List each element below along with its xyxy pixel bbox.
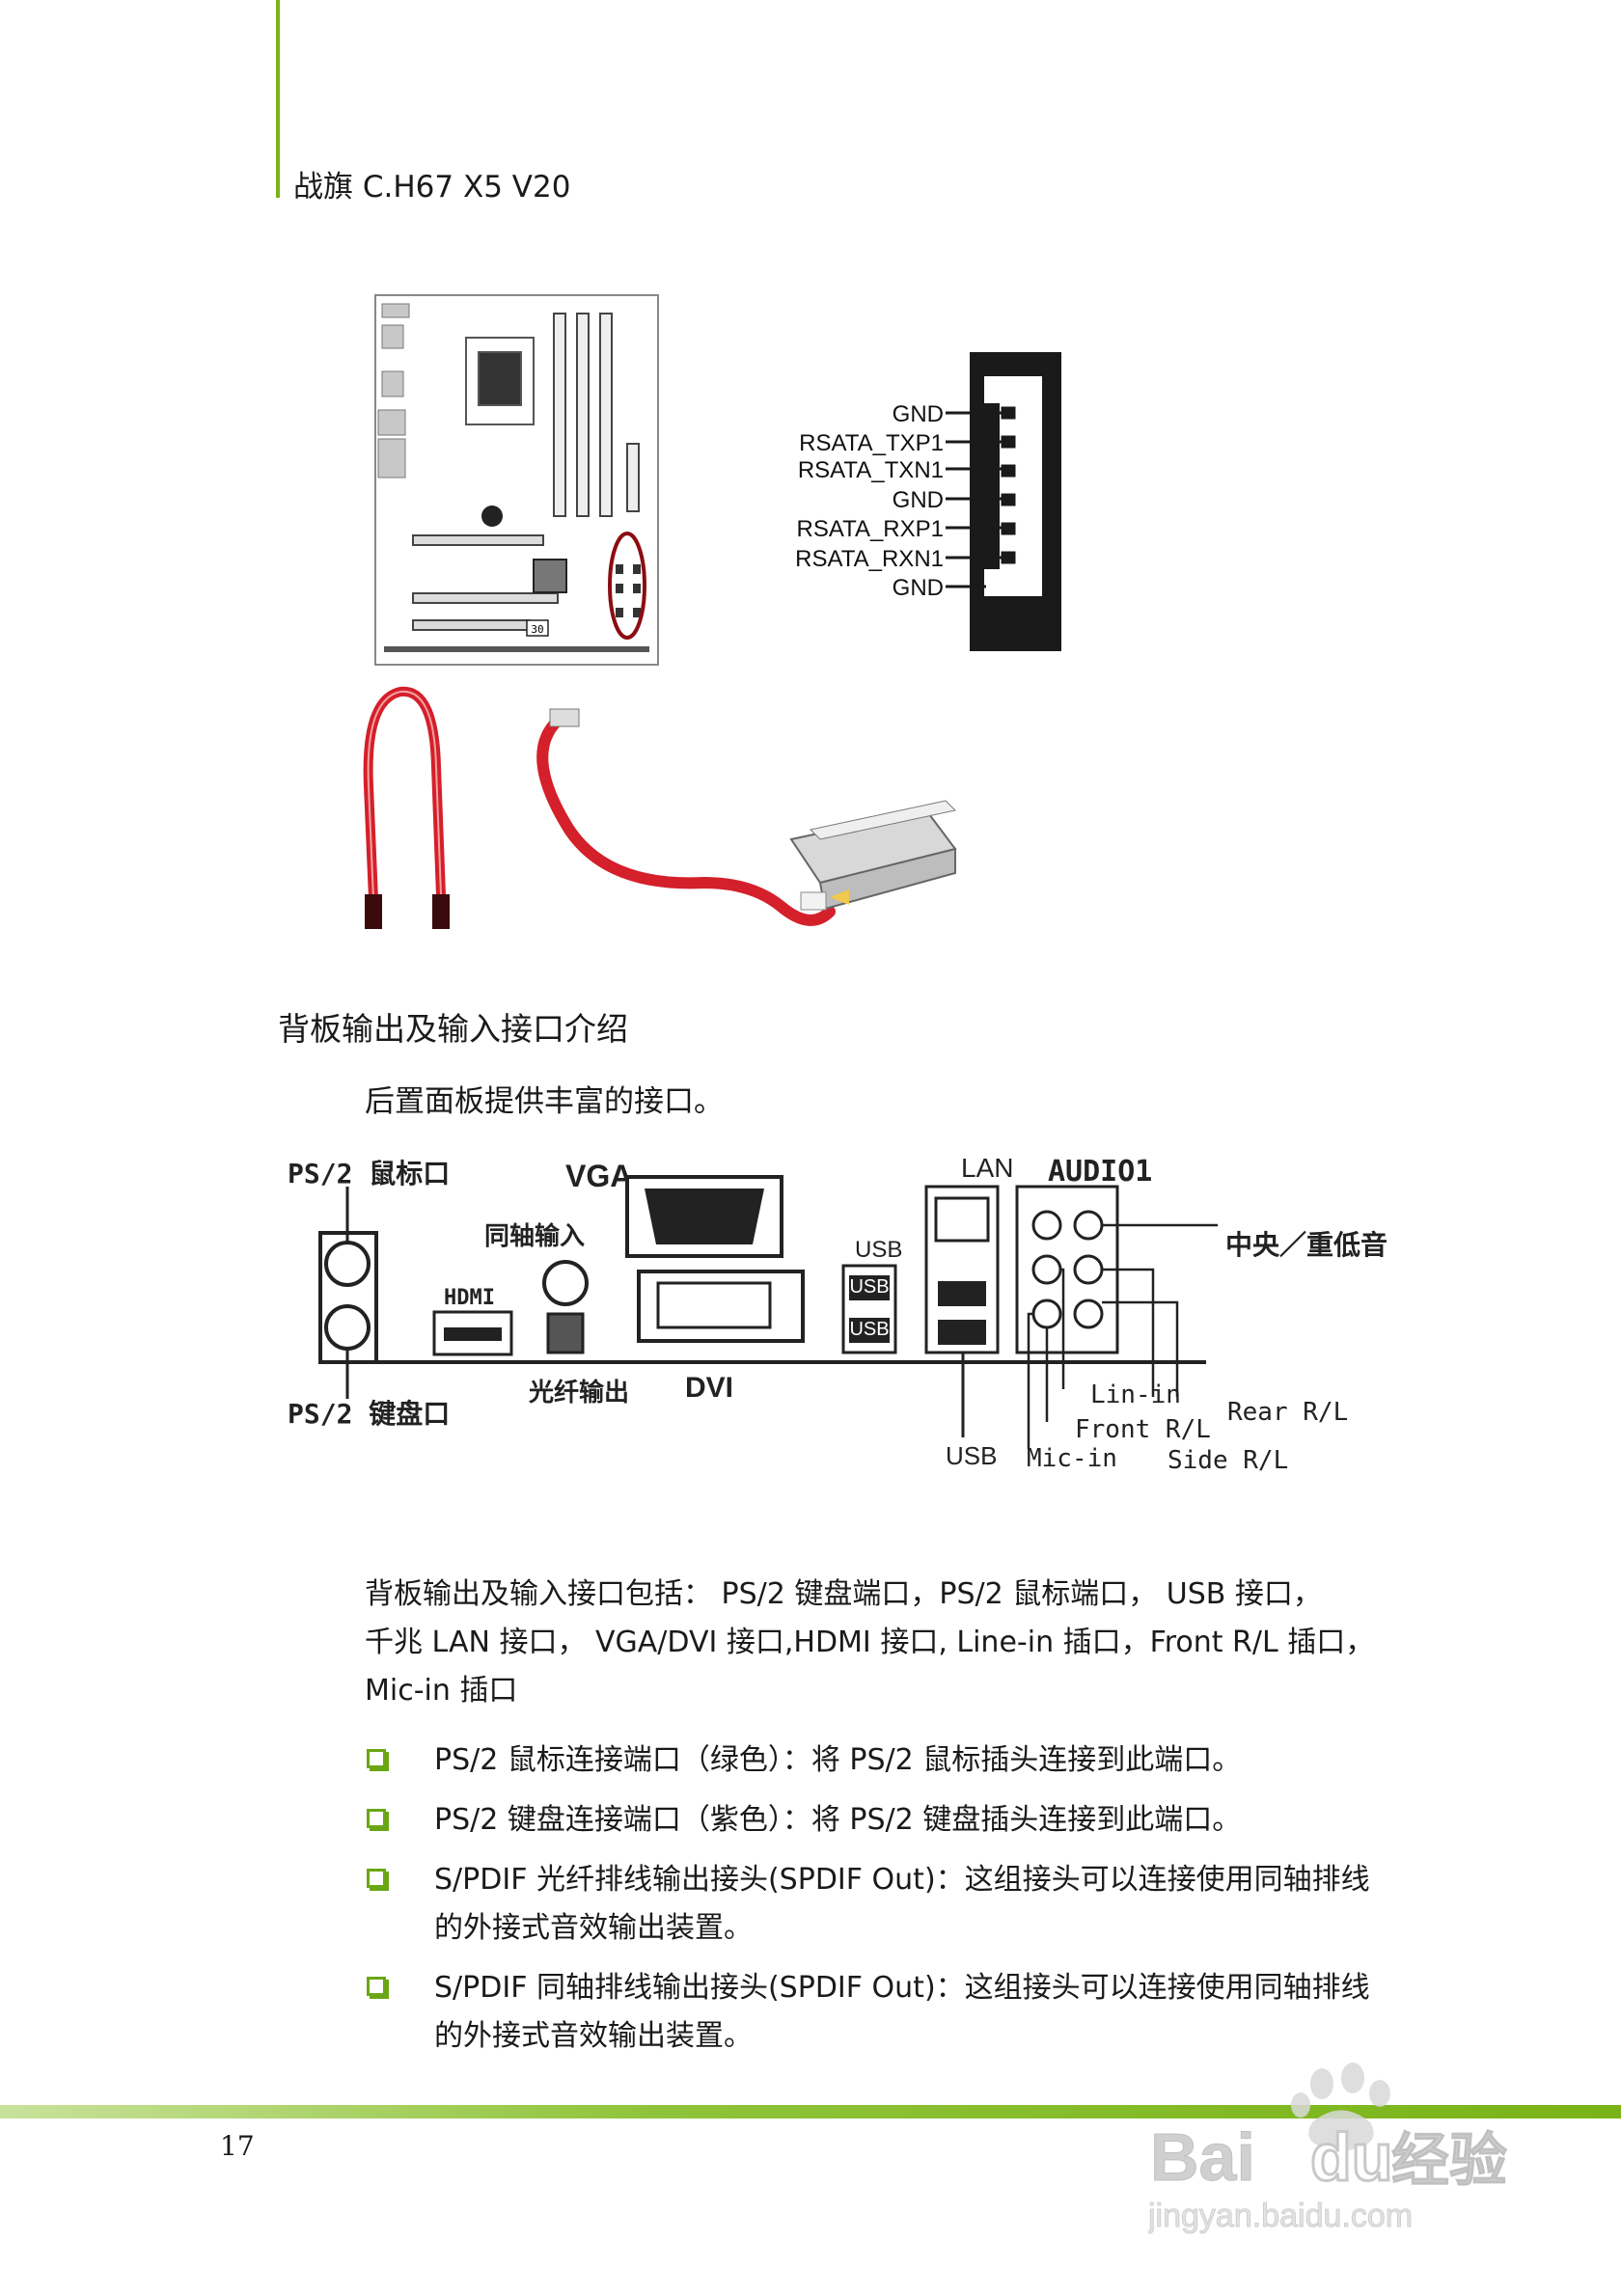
- sata-cable-image: [363, 686, 450, 929]
- lan-port: [934, 1196, 990, 1243]
- usb-port: [938, 1320, 986, 1345]
- section-title: 背板输出及输入接口介绍: [278, 1010, 628, 1048]
- label-ps2-mouse: PS/2 鼠标口: [288, 1158, 450, 1189]
- label-side-rl: Side R/L: [1168, 1446, 1288, 1475]
- usb-port: [849, 1318, 890, 1343]
- usb-port-label: USB: [849, 1276, 889, 1298]
- label-line-in: Lin-in: [1090, 1380, 1181, 1409]
- label-mic-in: Mic-in: [1027, 1444, 1117, 1473]
- list-item-text: 的外接式音效输出装置。: [434, 2019, 753, 2053]
- sata-drive-connection-image: [536, 708, 957, 926]
- label-lan: LAN: [961, 1153, 1013, 1183]
- list-item-text: PS/2 键盘连接端口（紫色）：将 PS/2 键盘插头连接到此端口。: [434, 1803, 1242, 1837]
- sata-pin-label: RSATA_TXN1: [798, 457, 944, 483]
- list-item: S/PDIF 光纤排线输出接头(SPDIF Out)：这组接头可以连接使用同轴排…: [365, 1856, 1455, 1953]
- dvi-port: [656, 1281, 772, 1329]
- watermark-url: jingyan.baidu.com: [1148, 2198, 1413, 2234]
- usb-port-label: USB: [849, 1319, 889, 1340]
- paragraph-line: Mic-in 插口: [365, 1674, 518, 1708]
- label-center-sub: 中央／重低音: [1225, 1229, 1387, 1261]
- label-dvi: DVI: [685, 1372, 733, 1404]
- checkbox-bullet-icon: [367, 1869, 389, 1891]
- paw-icon: [1291, 2063, 1390, 2151]
- vga-port: [645, 1189, 764, 1244]
- sata-pin-label: GND: [893, 575, 944, 601]
- sata-pin-label: GND: [893, 401, 944, 427]
- motherboard-layout-diagram: 30: [374, 294, 659, 666]
- list-item-text: 的外接式音效输出装置。: [434, 1911, 753, 1945]
- sata-highlight-circle: [608, 532, 646, 640]
- usb-port: [938, 1281, 986, 1306]
- paragraph-line: 千兆 LAN 接口， VGA/DVI 接口,HDMI 接口, Line-in 插…: [365, 1626, 1375, 1659]
- io-summary-paragraph: 背板输出及输入接口包括： PS/2 键盘端口，PS/2 鼠标端口， USB 接口…: [365, 1571, 1455, 1715]
- audio-jack: [1031, 1210, 1062, 1241]
- list-item: S/PDIF 同轴排线输出接头(SPDIF Out)：这组接头可以连接使用同轴排…: [365, 1964, 1455, 2061]
- optical-port: [546, 1312, 585, 1354]
- watermark-brand: Bai: [1150, 2119, 1255, 2195]
- label-usb-bottom: USB: [946, 1441, 997, 1470]
- sata-pin-label: RSATA_RXN1: [795, 546, 944, 572]
- audio-jack: [1073, 1298, 1104, 1329]
- usb-port: [849, 1275, 890, 1300]
- list-item-text: S/PDIF 光纤排线输出接头(SPDIF Out)：这组接头可以连接使用同轴排…: [434, 1863, 1370, 1897]
- label-audio: AUDIO1: [1048, 1155, 1152, 1189]
- coax-port: [542, 1260, 589, 1306]
- sata-pin-label: RSATA_TXP1: [799, 430, 944, 456]
- page-header-title: 战旗 C.H67 X5 V20: [293, 170, 571, 205]
- label-coax-in: 同轴输入: [484, 1221, 585, 1251]
- list-item-text: S/PDIF 同轴排线输出接头(SPDIF Out)：这组接头可以连接使用同轴排…: [434, 1971, 1370, 2005]
- section-intro: 后置面板提供丰富的接口。: [365, 1084, 724, 1119]
- footer-bar: [0, 2105, 1621, 2118]
- board-label-30: 30: [531, 623, 543, 636]
- port-description-list: PS/2 鼠标连接端口（绿色）：将 PS/2 鼠标插头连接到此端口。 PS/2 …: [365, 1736, 1455, 2072]
- label-vga: VGA: [565, 1159, 632, 1193]
- sata-pin-label: RSATA_RXP1: [797, 516, 945, 542]
- label-hdmi: HDMI: [444, 1286, 495, 1310]
- rear-io-panel-diagram: PS/2 鼠标口 PS/2 键盘口 VGA 同轴输入 HDMI 光纤输出 DVI…: [288, 1153, 1387, 1475]
- list-item-text: PS/2 鼠标连接端口（绿色）：将 PS/2 鼠标插头连接到此端口。: [434, 1743, 1242, 1777]
- baidu-jingyan-watermark: Bai du 经验 jingyan.baidu.com: [1148, 2063, 1508, 2235]
- list-item: PS/2 键盘连接端口（紫色）：将 PS/2 键盘插头连接到此端口。: [365, 1796, 1455, 1845]
- label-optical-out: 光纤输出: [528, 1378, 629, 1408]
- checkbox-bullet-icon: [367, 1749, 389, 1771]
- label-front-rl: Front R/L: [1075, 1415, 1211, 1444]
- header-accent-line: [276, 0, 280, 198]
- sata-pinout-diagram: GND RSATA_TXP1 RSATA_TXN1 GND RSATA_RXP1…: [795, 352, 1061, 651]
- checkbox-bullet-icon: [367, 1977, 389, 1999]
- watermark-brand-suffix: du: [1310, 2119, 1393, 2195]
- checkbox-bullet-icon: [367, 1809, 389, 1831]
- sata-pin-label: GND: [893, 487, 944, 513]
- list-item: PS/2 鼠标连接端口（绿色）：将 PS/2 鼠标插头连接到此端口。: [365, 1736, 1455, 1785]
- paragraph-line: 背板输出及输入接口包括： PS/2 键盘端口，PS/2 鼠标端口， USB 接口…: [365, 1577, 1322, 1611]
- label-usb-top: USB: [855, 1237, 902, 1263]
- label-ps2-keyboard: PS/2 键盘口: [288, 1398, 450, 1430]
- page-number: 17: [220, 2130, 255, 2162]
- watermark-cn: 经验: [1391, 2128, 1507, 2193]
- label-rear-rl: Rear R/L: [1227, 1398, 1348, 1427]
